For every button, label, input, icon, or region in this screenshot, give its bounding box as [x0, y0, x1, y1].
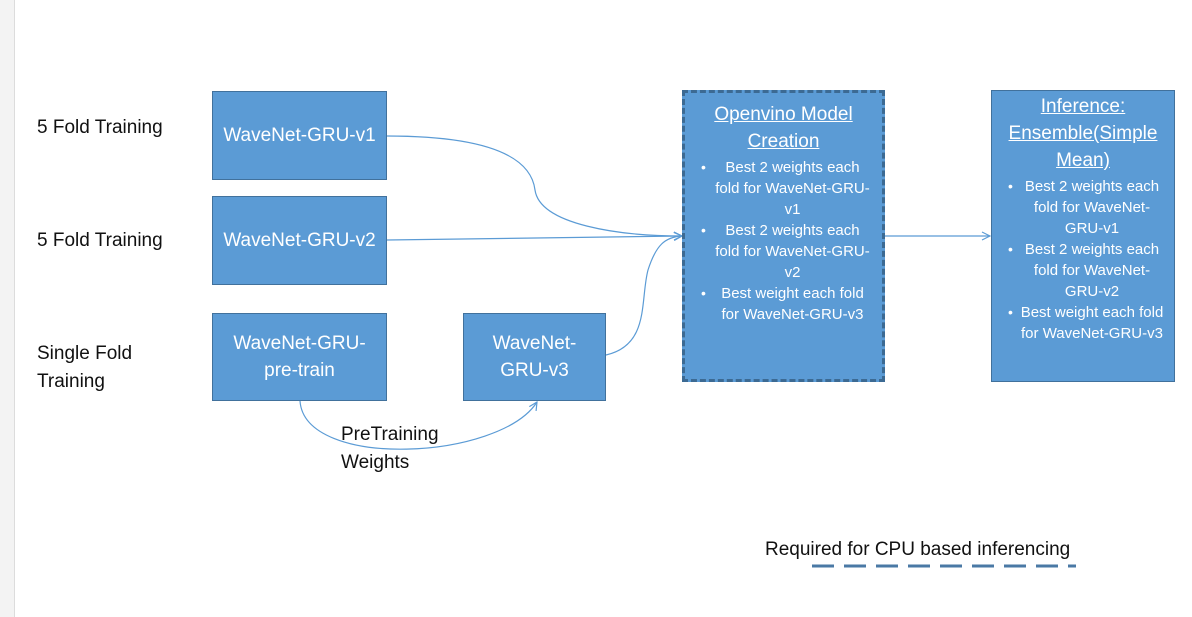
list-item: Best 2 weights each fold for WaveNet-GRU…: [1002, 239, 1164, 302]
node-title: Openvino Model Creation: [714, 104, 853, 152]
node-label: WaveNet-GRU-pre-train: [233, 333, 366, 381]
node-wavenet-gru-pretrain[interactable]: WaveNet-GRU-pre-train: [212, 313, 387, 401]
left-margin-strip: [0, 0, 15, 617]
legend-label: Required for CPU based inferencing: [765, 539, 1071, 560]
row-label-3: Single Fold Training: [37, 343, 133, 392]
list-item: Best 2 weights each fold for WaveNet-GRU…: [1002, 176, 1164, 239]
bullet-list: Best 2 weights each fold for WaveNet-GRU…: [695, 157, 872, 325]
bullet-list: Best 2 weights each fold for WaveNet-GRU…: [1002, 176, 1164, 344]
connector-v1-to-openvino: [386, 135, 682, 236]
connector-v2-to-openvino: [386, 236, 682, 240]
node-label: WaveNet-GRU-v3: [492, 333, 577, 381]
node-wavenet-gru-v3[interactable]: WaveNet-GRU-v3: [463, 313, 606, 401]
node-wavenet-gru-v1[interactable]: WaveNet-GRU-v1: [212, 91, 387, 180]
node-title: Inference: Ensemble(Simple Mean): [1008, 96, 1158, 171]
node-openvino-model-creation[interactable]: Openvino Model Creation Best 2 weights e…: [682, 90, 885, 382]
connector-pretrain-to-v3: [299, 401, 537, 450]
list-item: Best 2 weights each fold for WaveNet-GRU…: [695, 220, 872, 283]
list-item: Best weight each fold for WaveNet-GRU-v3: [695, 283, 872, 325]
row-label-1: 5 Fold Training: [37, 117, 163, 138]
row-label-2: 5 Fold Training: [37, 230, 163, 251]
connector-v3-to-openvino: [605, 236, 682, 356]
edge-label-pretraining-weights: PreTraining Weights: [341, 424, 439, 473]
list-item: Best 2 weights each fold for WaveNet-GRU…: [695, 157, 872, 220]
node-label: WaveNet-GRU-v1: [223, 125, 376, 146]
node-inference-ensemble[interactable]: Inference: Ensemble(Simple Mean) Best 2 …: [991, 90, 1175, 382]
list-item: Best weight each fold for WaveNet-GRU-v3: [1002, 302, 1164, 344]
node-label: WaveNet-GRU-v2: [223, 230, 376, 251]
node-wavenet-gru-v2[interactable]: WaveNet-GRU-v2: [212, 196, 387, 285]
